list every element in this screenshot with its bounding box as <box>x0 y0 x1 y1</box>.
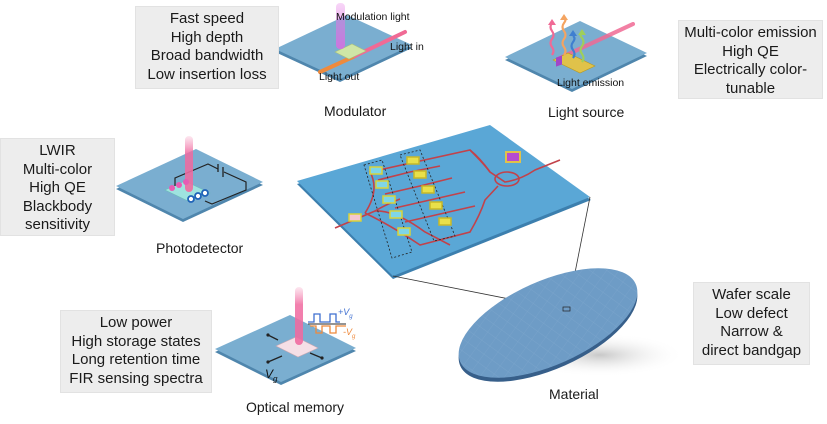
feature-item: High QE <box>29 179 86 196</box>
feature-item: Low insertion loss <box>147 65 267 83</box>
feature-item: High depth <box>170 28 244 46</box>
feature-item: Broad bandwidth <box>150 47 264 64</box>
orange-emission-wave <box>561 16 567 56</box>
waveguide-network <box>334 149 561 246</box>
feature-item: tunable <box>725 79 776 97</box>
material-features-box: Wafer scale Low defect Narrow & direct b… <box>693 282 810 365</box>
positive-gate-voltage-label: +Vg <box>338 307 353 320</box>
feature-item: Electrically color- <box>693 61 808 78</box>
feature-item: High storage states <box>71 332 201 350</box>
optical-memory-illustration <box>215 287 356 385</box>
feature-item: Low power <box>99 314 173 331</box>
light-out-label: Light out <box>319 71 360 83</box>
green-emission-wave <box>579 31 585 63</box>
modulator-caption: Modulator <box>324 103 387 119</box>
emitter-array <box>552 52 596 74</box>
modulator-illustration <box>275 3 412 82</box>
photodetector-illustration <box>116 136 263 222</box>
light-emission-label: Light emission <box>557 77 625 89</box>
feature-item: Multi-color emission <box>684 24 817 41</box>
photonic-chip-illustration <box>297 125 591 279</box>
feature-item: Low defect <box>715 304 788 322</box>
light-source-caption: Light source <box>548 104 625 120</box>
feature-item: Narrow & <box>720 323 783 340</box>
light-source-features-box: Multi-color emission High QE Electricall… <box>678 20 823 99</box>
feature-item: High QE <box>722 42 779 60</box>
feature-item: LWIR <box>39 142 76 159</box>
negative-gate-voltage-label: -Vg <box>343 327 356 340</box>
input-coupler <box>348 213 362 222</box>
modulation-light-label: Modulation light <box>336 11 410 23</box>
material-caption: Material <box>549 386 599 402</box>
negative-pulse-train <box>310 325 346 334</box>
modulation-light-beam <box>336 3 345 49</box>
memory-light-beam <box>295 287 303 345</box>
electron-carrier <box>187 195 195 203</box>
on-chip-light-source <box>505 151 521 163</box>
feature-item: Fast speed <box>169 10 245 27</box>
modulator-group-outline-1 <box>363 159 413 259</box>
modulator-features-box: Fast speed High depth Broad bandwidth Lo… <box>135 6 279 89</box>
memory-chip <box>275 336 319 358</box>
gate-voltage-label: Vg <box>265 367 278 384</box>
chip-substrate <box>297 125 590 276</box>
photodetector-features-box: LWIR Multi-color High QE Blackbody sensi… <box>0 138 115 236</box>
blue-emission-wave <box>570 35 576 59</box>
optical-memory-caption: Optical memory <box>246 399 345 415</box>
feature-item: Wafer scale <box>712 286 791 303</box>
pink-emission-wave <box>549 22 555 56</box>
feature-item: sensitivity <box>24 216 91 233</box>
hole-carrier <box>169 185 175 191</box>
feature-item: FIR sensing spectra <box>69 369 203 387</box>
light-source-illustration <box>505 14 647 92</box>
modulator-chip <box>334 43 367 60</box>
feature-item: Multi-color <box>22 160 93 178</box>
chip-modulators <box>348 151 521 236</box>
light-source-substrate <box>505 21 647 89</box>
die-marker <box>562 306 571 312</box>
feature-item: Long retention time <box>71 351 201 368</box>
optical-memory-features-box: Low power High storage states Long reten… <box>60 310 212 393</box>
wafer-illustration <box>458 268 685 382</box>
feature-item: Blackbody <box>22 197 93 215</box>
incident-light-beam <box>185 136 193 192</box>
photodetector-caption: Photodetector <box>156 240 244 256</box>
positive-pulse-train <box>308 313 340 323</box>
modulator-group-outline-2 <box>399 149 456 242</box>
light-in-label: Light in <box>390 41 424 53</box>
feature-item: direct bandgap <box>701 341 802 359</box>
